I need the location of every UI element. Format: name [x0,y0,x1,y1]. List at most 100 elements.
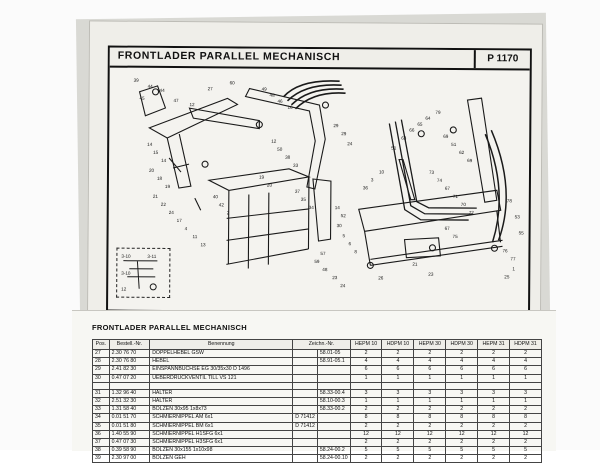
mounting-frame [207,168,311,269]
svg-text:14: 14 [147,142,153,147]
table-cell: 4 [381,357,415,367]
parts-table: Pos. Bestell.-Nr. Benennung Zeichn.-Nr. … [92,339,542,463]
col-header: Bestell.-Nr. [108,339,151,350]
svg-text:40: 40 [213,194,219,199]
col-header: Pos. [92,339,110,350]
svg-text:51: 51 [391,146,397,151]
table-cell: 1 [349,396,383,407]
table-cell: 31 [92,388,110,398]
table-cell: 8 [349,413,383,423]
table-cell: 33 [92,405,110,415]
table-header-row: Pos. Bestell.-Nr. Benennung Zeichn.-Nr. … [92,339,542,350]
svg-text:63: 63 [401,136,407,141]
svg-text:46: 46 [277,99,283,104]
col-header: HDPM 31 [509,339,542,350]
svg-text:44: 44 [160,88,166,93]
table-cell: DOPPELHEBEL GSW [149,348,294,359]
table-cell: HALTER [149,388,294,398]
table-cell: 1 [445,373,479,383]
svg-text:79: 79 [435,110,441,115]
col-header: Zeichn.-Nr. [292,339,351,350]
table-cell: 2 [445,454,479,463]
frame-cross [226,208,309,241]
table-cell [149,381,294,390]
col-header: HEPM 30 [413,339,447,350]
table-cell [349,381,383,390]
table-cell: 34 [92,413,110,423]
svg-text:29: 29 [341,131,347,136]
table-cell: D 71412 [292,413,318,423]
hose-loop [484,129,507,243]
table-cell: 12 [381,429,415,439]
svg-text:21: 21 [153,194,159,199]
table-cell: 5 [381,446,415,456]
svg-text:48: 48 [322,267,328,272]
table-cell: 0.01 51 80 [108,421,151,431]
svg-text:35: 35 [301,197,307,202]
table-cell: 8 [445,413,479,423]
table-cell: 2 [477,437,511,448]
table-cell [413,381,447,390]
svg-text:47: 47 [173,98,179,103]
loader-arm-left-inner [166,133,192,189]
inset-label: 3-10 [121,254,131,259]
svg-text:12: 12 [189,102,195,107]
svg-text:16: 16 [287,105,293,110]
sheet-code: P 1170 [473,50,530,69]
inset-label: 3-11 [147,254,156,259]
inset-drawing: 3-10 3-11 3-10 12 [121,254,158,292]
svg-text:37: 37 [295,189,301,194]
table-cell [316,437,351,448]
table-cell: 5 [413,446,447,456]
table-cell: 58.91-05.1 [316,357,351,367]
table-cell: 36 [92,429,110,439]
table-cell: 2.30 76 80 [108,357,151,367]
table-cell [292,373,318,383]
svg-text:14: 14 [335,205,341,210]
table-cell: 3 [477,388,511,398]
svg-text:76: 76 [502,248,508,253]
svg-text:18: 18 [157,176,163,181]
table-cell: 39 [92,454,110,463]
table-cell: 2 [349,454,383,463]
table-cell: 12 [349,429,383,439]
svg-text:24: 24 [169,210,175,215]
lever-part [398,159,416,201]
svg-text:19: 19 [259,175,265,180]
svg-text:19: 19 [165,184,171,189]
svg-text:20: 20 [267,183,273,188]
table-cell [292,357,318,367]
hydraulic-hoses [282,80,346,110]
table-cell: 2 [349,348,383,359]
table-cell: 4 [349,357,383,367]
parts-list-page: FRONTLADER PARALLEL MECHANISCH Pos. Best… [72,310,556,463]
table-cell: D 71412 [292,421,318,431]
table-cell: 8 [477,413,511,423]
svg-text:48: 48 [270,93,276,98]
table-cell: 2 [381,454,415,463]
table-cell: 12 [445,429,479,439]
table-cell [292,365,318,375]
svg-text:29: 29 [333,123,339,128]
svg-text:53: 53 [515,214,521,219]
table-cell: 5 [477,446,511,456]
svg-text:14: 14 [161,158,167,163]
table-cell: 1 [381,396,415,407]
table-cell: SCHMIERNIPPEL AM 6x1 [149,413,294,423]
svg-text:77: 77 [510,256,516,261]
table-cell: 27 [92,348,110,359]
svg-text:1: 1 [512,266,515,271]
table-cell: 30 [92,373,110,383]
svg-text:51: 51 [451,142,457,147]
table-cell: 2 [509,437,542,448]
detail-inset: 3-10 3-11 3-10 12 [116,247,171,298]
table-cell: 2 [349,405,383,415]
table-cell [316,413,351,423]
table-cell: UEBERDRUCKVENTIL TILL VS 121 [149,373,294,383]
svg-text:15: 15 [153,150,159,155]
table-cell: BOLZEN GEH [149,454,294,463]
loader-arm-right [244,87,326,190]
